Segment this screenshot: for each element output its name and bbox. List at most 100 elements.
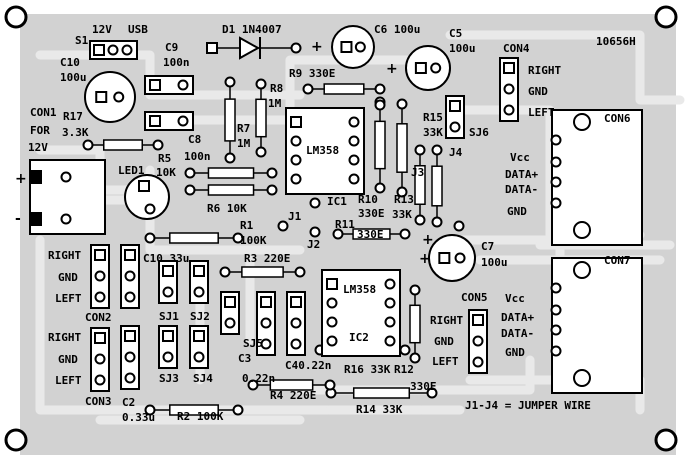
label-con7-gnd: GND — [505, 346, 525, 359]
pad-square — [326, 278, 338, 290]
pad — [449, 121, 461, 133]
label-c9-value: 100n — [163, 56, 190, 69]
resistor-r13 — [396, 123, 408, 173]
pad — [219, 266, 231, 278]
label-con5-right: RIGHT — [430, 314, 463, 327]
pad-square — [449, 100, 461, 112]
usb-connector-con6-mount — [573, 221, 591, 239]
component-group: +++-++ — [4, 5, 678, 452]
pad — [184, 167, 196, 179]
resistor-r14 — [352, 387, 411, 399]
pad — [384, 335, 396, 347]
label-con7: CON7 — [604, 254, 631, 267]
pad — [550, 197, 562, 209]
pad-square — [472, 314, 484, 326]
label-c4: C40.22n — [285, 359, 331, 372]
pad-square — [290, 296, 302, 308]
resistor-r3 — [241, 266, 284, 278]
label-con5-left: LEFT — [432, 355, 459, 368]
label-c2-value: 0.33u — [122, 411, 155, 424]
label-con3: CON3 — [85, 395, 112, 408]
label-r17: R17 — [63, 110, 83, 123]
pad — [348, 154, 360, 166]
label-con6-datam: DATA- — [505, 183, 538, 196]
plus-sign: + — [419, 251, 431, 267]
pad — [193, 286, 205, 298]
pad — [290, 135, 302, 147]
label-con1: CON1 — [30, 106, 57, 119]
pad — [302, 83, 314, 95]
label-c2: C2 — [122, 396, 135, 409]
pad — [260, 338, 272, 350]
pad — [550, 282, 562, 294]
usb-connector-con6-mount — [573, 113, 591, 131]
pad — [232, 232, 244, 244]
pad — [290, 338, 302, 350]
label-c10-value: 100u — [60, 71, 87, 84]
pad — [550, 345, 562, 357]
pad-square — [162, 265, 174, 277]
pad — [162, 286, 174, 298]
label-c3: C3 — [238, 352, 251, 365]
pad — [124, 291, 136, 303]
pad — [326, 297, 338, 309]
resistor-r10 — [374, 120, 386, 170]
pad — [224, 317, 236, 329]
resistor-r9 — [323, 83, 365, 95]
plus-sign: + — [422, 232, 434, 248]
label-c9: C9 — [165, 41, 178, 54]
pad — [224, 76, 236, 88]
label-d1: D1 1N4007 — [222, 23, 282, 36]
resistor-r17 — [103, 139, 143, 151]
pad — [290, 317, 302, 329]
label-j1: J1 — [288, 210, 302, 223]
pad — [354, 41, 366, 53]
pad — [255, 78, 267, 90]
label-c10: C10 — [60, 56, 80, 69]
mounting-hole — [654, 428, 678, 452]
label-con6-vcc: Vcc — [510, 151, 530, 164]
pad-square — [193, 330, 205, 342]
led-led1 — [124, 174, 170, 220]
label-c3-value: 0.22n — [242, 372, 275, 385]
resistor-r6 — [207, 184, 255, 196]
label-con7-vcc: Vcc — [505, 292, 525, 305]
pad — [326, 335, 338, 347]
diode-d1 — [239, 36, 261, 60]
label-r4: R4 220E — [270, 389, 316, 402]
capacitor-c6-pad-plus — [340, 41, 353, 53]
label-c8: C8 — [188, 133, 201, 146]
pad — [384, 278, 396, 290]
mounting-hole — [4, 428, 28, 452]
pad — [60, 213, 72, 225]
pad — [113, 91, 125, 103]
pad — [294, 266, 306, 278]
pad — [374, 182, 386, 194]
pad — [247, 379, 259, 391]
jumper-note: J1-J4 = JUMPER WIRE — [465, 399, 591, 412]
label-con4-gnd: GND — [528, 85, 548, 98]
label-r7: R7 — [237, 122, 250, 135]
plus-sign: + — [311, 39, 323, 55]
label-r14: R14 33K — [356, 403, 403, 416]
label-sj1: SJ1 — [159, 310, 179, 323]
pad — [94, 374, 106, 386]
label-con5-gnd: GND — [434, 335, 454, 348]
label-con3-left: LEFT — [55, 374, 82, 387]
pad — [472, 335, 484, 347]
pad — [396, 98, 408, 110]
pad — [550, 176, 562, 188]
resistor-r11 — [352, 228, 391, 240]
capacitor-c5 — [405, 45, 451, 91]
label-ic1: IC1 — [327, 195, 347, 208]
resistor-r8 — [255, 98, 267, 138]
label-con7-datam: DATA- — [501, 327, 534, 340]
capacitor-c5-pad-plus — [414, 62, 427, 74]
label-r15-value: 33K — [423, 126, 443, 139]
label-con4-left: LEFT — [528, 106, 555, 119]
resistor-r12 — [409, 304, 421, 344]
label-con2-left: LEFT — [55, 292, 82, 305]
label-con2-gnd: GND — [58, 271, 78, 284]
label-ic1-part: LM358 — [306, 144, 339, 157]
